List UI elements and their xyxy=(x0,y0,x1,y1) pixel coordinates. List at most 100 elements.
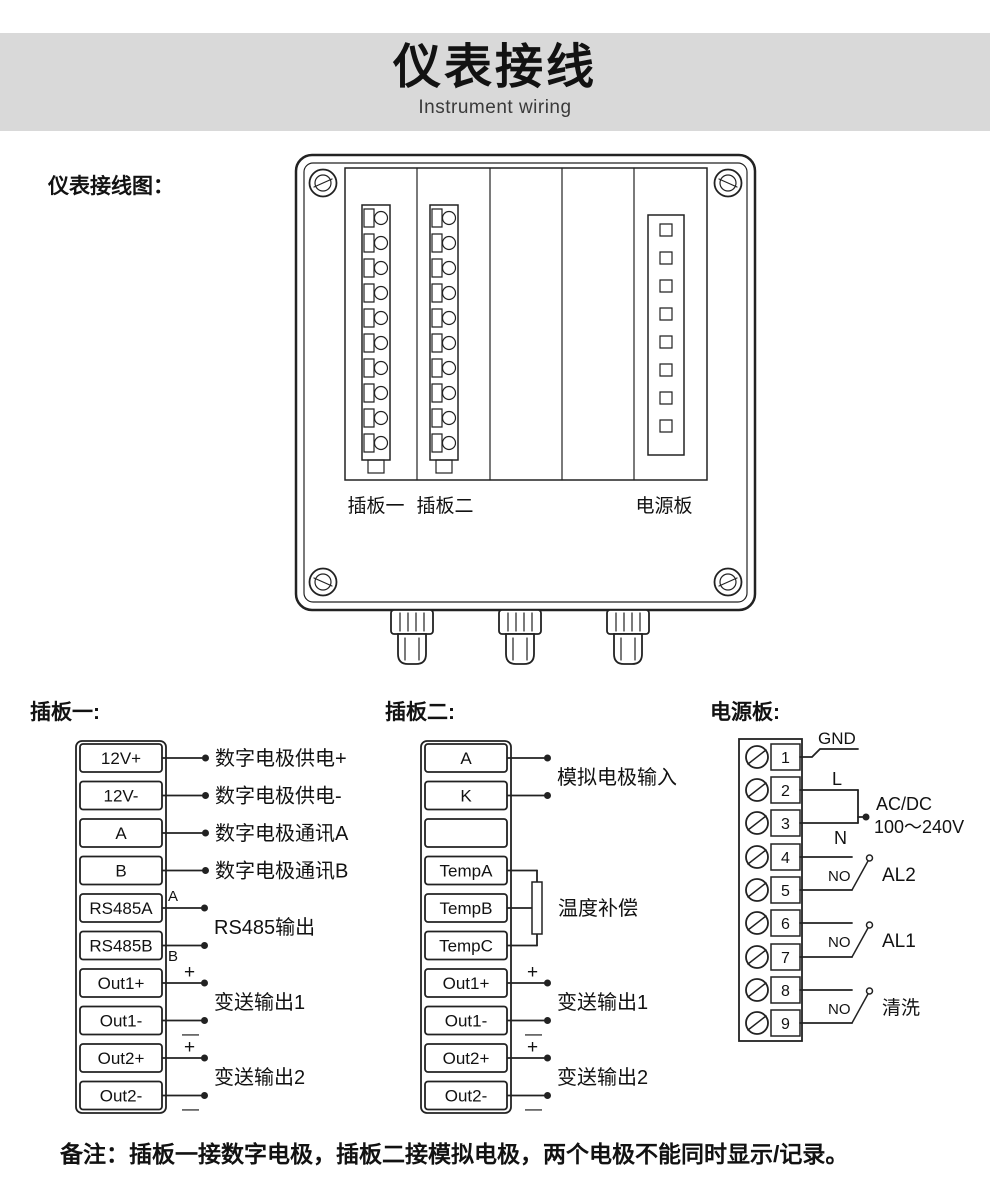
terminal-label: Out2- xyxy=(100,1087,143,1106)
minus-sign: — xyxy=(182,1099,199,1118)
relay-label: AL2 xyxy=(882,865,916,886)
terminal-label: 12V+ xyxy=(101,749,141,768)
footer-note: 备注：插板一接数字电极，插板二接模拟电极，两个电极不能同时显示/记录。 xyxy=(60,1141,849,1167)
acdc-label: AC/DC xyxy=(876,794,932,814)
contact-point xyxy=(865,987,874,995)
switch-blade xyxy=(851,927,869,958)
wire-digital-comm-a: 数字电极通讯A xyxy=(162,822,349,845)
switch-blade xyxy=(851,993,869,1024)
power-terminal: 1 xyxy=(745,743,801,771)
power-terminal: 8 xyxy=(745,976,801,1004)
power-title: 电源板: xyxy=(710,701,780,724)
terminal xyxy=(424,818,508,848)
power-diagram: 1 2 3 4 5 6 7 8 9 GND L N AC/DC 100～ xyxy=(738,729,964,1042)
terminal: Out2- xyxy=(79,1080,163,1111)
line-label: L xyxy=(832,769,842,789)
terminal-label: K xyxy=(460,787,472,806)
minus-sign: — xyxy=(525,1024,542,1043)
corner-screw-icon xyxy=(308,168,338,198)
board1-card-outline xyxy=(75,740,167,1114)
wire-label: 变送输出1 xyxy=(214,991,305,1014)
diagram-caption: 仪表接线图： xyxy=(48,175,174,198)
enclosure-drawing: 插板一 插板二 电源板 xyxy=(294,153,757,665)
no-contact-label: NO xyxy=(828,1001,851,1018)
terminal: TempB xyxy=(424,893,508,923)
corner-screw-icon xyxy=(713,567,743,597)
terminal: 12V+ xyxy=(79,743,163,773)
terminal: 12V- xyxy=(79,780,163,811)
terminal-label: Out1+ xyxy=(443,974,490,993)
wire-label: 数字电极供电- xyxy=(215,785,342,808)
power-terminal: 4 xyxy=(745,843,801,871)
wire-digital-comm-b: 数字电极通讯B xyxy=(162,860,348,883)
terminal-number: 8 xyxy=(781,983,790,1000)
board1-connector-strip xyxy=(361,204,391,474)
rs485-b-mark: B xyxy=(168,948,178,965)
terminal-label: A xyxy=(115,824,127,843)
cable-gland-icon xyxy=(498,609,542,665)
terminal: RS485A xyxy=(79,893,163,923)
wire-gnd: GND xyxy=(799,729,859,758)
terminal: Out2+ xyxy=(79,1043,163,1073)
terminal: TempC xyxy=(424,930,508,961)
wire-analog-input: 模拟电极输入 xyxy=(507,754,677,799)
wire-label: 温度补偿 xyxy=(558,897,638,920)
wire-label: 数字电极通讯A xyxy=(215,822,349,845)
wire-mains: L N AC/DC 100～240V xyxy=(799,769,964,848)
wire-temp-compensation: 温度补偿 xyxy=(507,869,638,947)
wire-rs485: A B RS485输出 xyxy=(162,888,315,965)
terminal-number: 4 xyxy=(781,850,790,867)
terminal-label: 12V- xyxy=(104,787,139,806)
relay-al2: NO AL2 xyxy=(799,854,916,891)
power-terminal: 5 xyxy=(745,876,801,904)
terminal-number: 3 xyxy=(781,816,790,833)
wire-label: 数字电极供电+ xyxy=(215,747,347,770)
power-terminal: 2 xyxy=(745,776,801,804)
board2-card-outline xyxy=(420,740,512,1114)
terminal-number: 7 xyxy=(781,950,790,967)
board2-connector-strip xyxy=(429,204,459,474)
terminal: A xyxy=(79,818,163,848)
wire-label: 变送输出2 xyxy=(557,1066,648,1089)
wire-out1: + — 变送输出1 xyxy=(162,962,305,1043)
terminal-label: Out2+ xyxy=(443,1049,490,1068)
power-terminal: 7 xyxy=(745,943,801,971)
board2-diagram: A K TempA TempB TempC Out1+ Out1- Out2+ … xyxy=(420,740,677,1118)
terminal: Out2- xyxy=(424,1080,508,1111)
terminal-label: TempB xyxy=(440,899,493,918)
relay-label: 清洗 xyxy=(882,997,920,1019)
enclosure-box xyxy=(294,153,757,612)
minus-sign: — xyxy=(525,1099,542,1118)
contact-point xyxy=(865,921,874,929)
page-title: 仪表接线 xyxy=(392,41,597,94)
terminal: Out1- xyxy=(79,1005,163,1036)
wiring-diagrams: 插板一: 插板二: 电源板: 12V+ 12V- A B RS485A RS48… xyxy=(30,701,964,1118)
power-terminal: 9 xyxy=(745,1009,801,1037)
wire-label: RS485输出 xyxy=(214,916,315,939)
neutral-label: N xyxy=(834,828,847,848)
cable-gland-icon xyxy=(606,609,650,665)
corner-screw-icon xyxy=(713,168,743,198)
minus-sign: — xyxy=(182,1024,199,1043)
switch-blade xyxy=(851,860,869,891)
slot-label-board1: 插板一 xyxy=(347,495,404,517)
terminal-label: Out1- xyxy=(100,1012,143,1031)
power-terminal: 3 xyxy=(745,809,801,837)
terminal-number: 5 xyxy=(781,883,790,900)
page-subtitle: Instrument wiring xyxy=(418,96,572,118)
terminal: B xyxy=(79,855,163,886)
terminal: Out1- xyxy=(424,1005,508,1036)
terminal-label: Out2+ xyxy=(98,1049,145,1068)
slot-label-board2: 插板二 xyxy=(416,495,473,517)
terminal: Out2+ xyxy=(424,1043,508,1073)
terminal-label: Out1- xyxy=(445,1012,488,1031)
board1-title: 插板一: xyxy=(30,701,100,724)
header-banner: 仪表接线 Instrument wiring xyxy=(0,33,990,131)
terminal-label: B xyxy=(115,862,126,881)
voltage-range-label: 100～240V xyxy=(874,817,964,837)
plus-sign: + xyxy=(184,962,195,983)
rs485-a-mark: A xyxy=(168,888,178,905)
wire-digital-supply-minus: 数字电极供电- xyxy=(162,785,342,808)
contact-point xyxy=(865,854,874,862)
relay-cleaning: NO 清洗 xyxy=(799,987,920,1024)
